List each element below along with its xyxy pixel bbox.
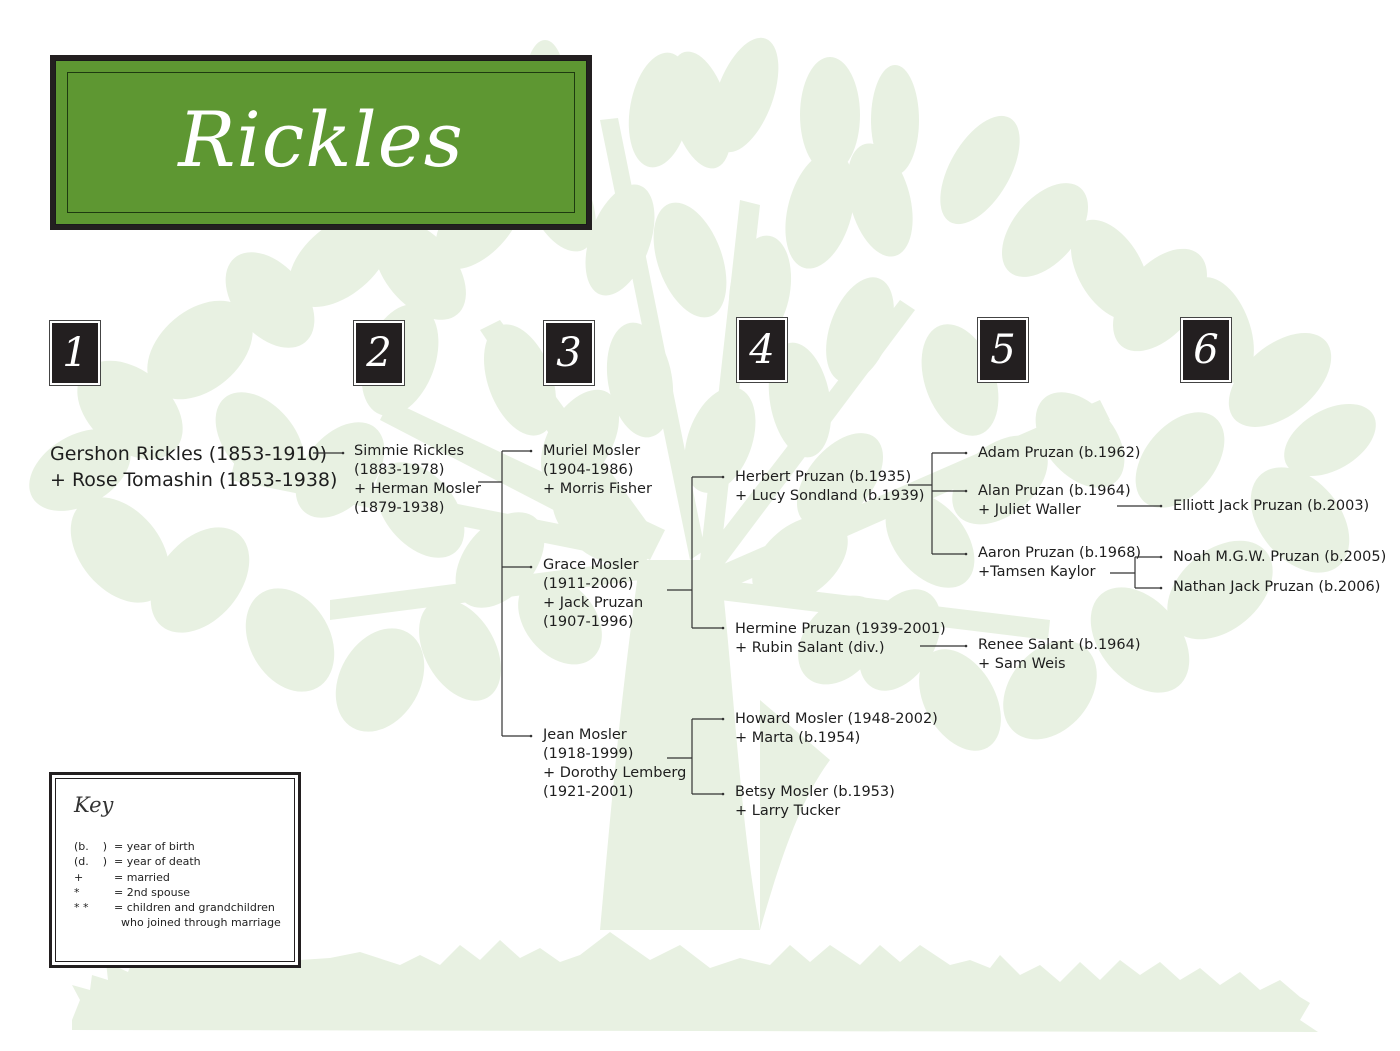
spouse-dates: (1879-1938)	[354, 500, 445, 516]
person-elliott-jack-pruzan: Elliott Jack Pruzan (b.2003)	[1173, 497, 1369, 516]
person-name: Nathan Jack Pruzan (b.2006)	[1173, 579, 1381, 595]
person-herbert-pruzan: Herbert Pruzan (b.1935) + Lucy Sondland …	[735, 468, 924, 506]
person-name: Elliott Jack Pruzan (b.2003)	[1173, 498, 1370, 514]
person-dates: (1918-1999)	[543, 746, 634, 762]
person-name: Simmie Rickles	[354, 443, 465, 459]
generation-marker-5: 5	[977, 317, 1029, 383]
spouse-name: + Dorothy Lemberg	[543, 765, 687, 781]
person-grace-mosler: Grace Mosler (1911-2006) + Jack Pruzan (…	[543, 556, 643, 632]
spouse-name: + Juliet Waller	[978, 502, 1081, 518]
spouse-dates: (1921-2001)	[543, 784, 634, 800]
person-gershon-rickles: Gershon Rickles (1853-1910) + Rose Tomas…	[50, 441, 337, 493]
legend-symbol: +	[74, 870, 84, 884]
title-banner-inner: Rickles	[55, 60, 587, 225]
spouse-dates: (1907-1996)	[543, 614, 634, 630]
legend-key-box: Key (b. ) = year of birth (d. ) = year o…	[49, 772, 301, 968]
legend-row: + = married	[74, 870, 281, 885]
spouse-name: + Rubin Salant (div.)	[735, 640, 885, 656]
spouse-name: + Morris Fisher	[543, 481, 652, 497]
legend-rows: (b. ) = year of birth (d. ) = year of de…	[74, 839, 281, 931]
legend-symbol: * *	[74, 901, 89, 915]
legend-definition: who joined through marriage	[114, 916, 281, 930]
person-name: Gershon Rickles (1853-1910)	[50, 443, 328, 465]
generation-marker-4: 4	[736, 317, 788, 383]
legend-row: * = 2nd spouse	[74, 885, 281, 900]
person-name: Herbert Pruzan (b.1935)	[735, 469, 912, 485]
person-name: Hermine Pruzan (1939-2001)	[735, 621, 946, 637]
generation-marker-2: 2	[353, 320, 405, 386]
legend-row: who joined through marriage	[74, 915, 281, 930]
spouse-name: +Tamsen Kaylor	[978, 564, 1096, 580]
person-alan-pruzan: Alan Pruzan (b.1964) + Juliet Waller	[978, 482, 1131, 520]
person-simmie-rickles: Simmie Rickles (1883-1978) + Herman Mosl…	[354, 442, 481, 518]
person-name: Adam Pruzan (b.1962)	[978, 445, 1141, 461]
legend-title: Key	[74, 793, 114, 817]
person-noah-pruzan: Noah M.G.W. Pruzan (b.2005)	[1173, 548, 1386, 567]
person-name: Grace Mosler	[543, 557, 639, 573]
legend-symbol: *	[74, 885, 80, 899]
person-name: Renee Salant (b.1964)	[978, 637, 1141, 653]
spouse-name: + Marta (b.1954)	[735, 730, 861, 746]
person-dates: (1883-1978)	[354, 462, 445, 478]
spouse-name: + Larry Tucker	[735, 803, 841, 819]
legend-definition: = married	[114, 870, 170, 884]
person-adam-pruzan: Adam Pruzan (b.1962)	[978, 444, 1140, 463]
person-name: Jean Mosler	[543, 727, 627, 743]
family-name-title: Rickles	[178, 95, 464, 184]
legend-row: * * = children and grandchildren	[74, 900, 281, 915]
person-muriel-mosler: Muriel Mosler (1904-1986) + Morris Fishe…	[543, 442, 652, 499]
title-banner: Rickles	[50, 55, 592, 230]
legend-row: (d. ) = year of death	[74, 854, 281, 869]
person-dates: (1911-2006)	[543, 576, 634, 592]
generation-marker-1: 1	[49, 320, 101, 386]
person-dates: (1904-1986)	[543, 462, 634, 478]
person-name: Muriel Mosler	[543, 443, 641, 459]
generation-marker-6: 6	[1180, 317, 1232, 383]
legend-definition: = children and grandchildren	[114, 901, 275, 915]
generation-marker-3: 3	[543, 320, 595, 386]
person-name: Alan Pruzan (b.1964)	[978, 483, 1131, 499]
person-name: Betsy Mosler (b.1953)	[735, 784, 895, 800]
legend-definition: = 2nd spouse	[114, 885, 191, 899]
person-name: Noah M.G.W. Pruzan (b.2005)	[1173, 549, 1387, 565]
person-betsy-mosler: Betsy Mosler (b.1953) + Larry Tucker	[735, 783, 895, 821]
legend-row: (b. ) = year of birth	[74, 839, 281, 854]
spouse-name: + Herman Mosler	[354, 481, 481, 497]
spouse-name: + Rose Tomashin (1853-1938)	[50, 469, 338, 491]
spouse-name: + Lucy Sondland (b.1939)	[735, 488, 925, 504]
person-name: Aaron Pruzan (b.1968)	[978, 545, 1142, 561]
person-hermine-pruzan: Hermine Pruzan (1939-2001) + Rubin Salan…	[735, 620, 946, 658]
person-aaron-pruzan: Aaron Pruzan (b.1968) +Tamsen Kaylor	[978, 544, 1141, 582]
spouse-name: + Sam Weis	[978, 656, 1066, 672]
person-name: Howard Mosler (1948-2002)	[735, 711, 938, 727]
legend-symbol: (b. )	[74, 840, 108, 853]
person-renee-salant: Renee Salant (b.1964) + Sam Weis	[978, 636, 1141, 674]
legend-symbol: (d. )	[74, 855, 108, 869]
person-jean-mosler: Jean Mosler (1918-1999) + Dorothy Lember…	[543, 726, 686, 802]
legend-definition: = year of death	[114, 855, 201, 869]
spouse-name: + Jack Pruzan	[543, 595, 644, 611]
person-nathan-jack-pruzan: Nathan Jack Pruzan (b.2006)	[1173, 578, 1380, 597]
person-howard-mosler: Howard Mosler (1948-2002) + Marta (b.195…	[735, 710, 938, 748]
legend-definition: = year of birth	[114, 840, 195, 853]
